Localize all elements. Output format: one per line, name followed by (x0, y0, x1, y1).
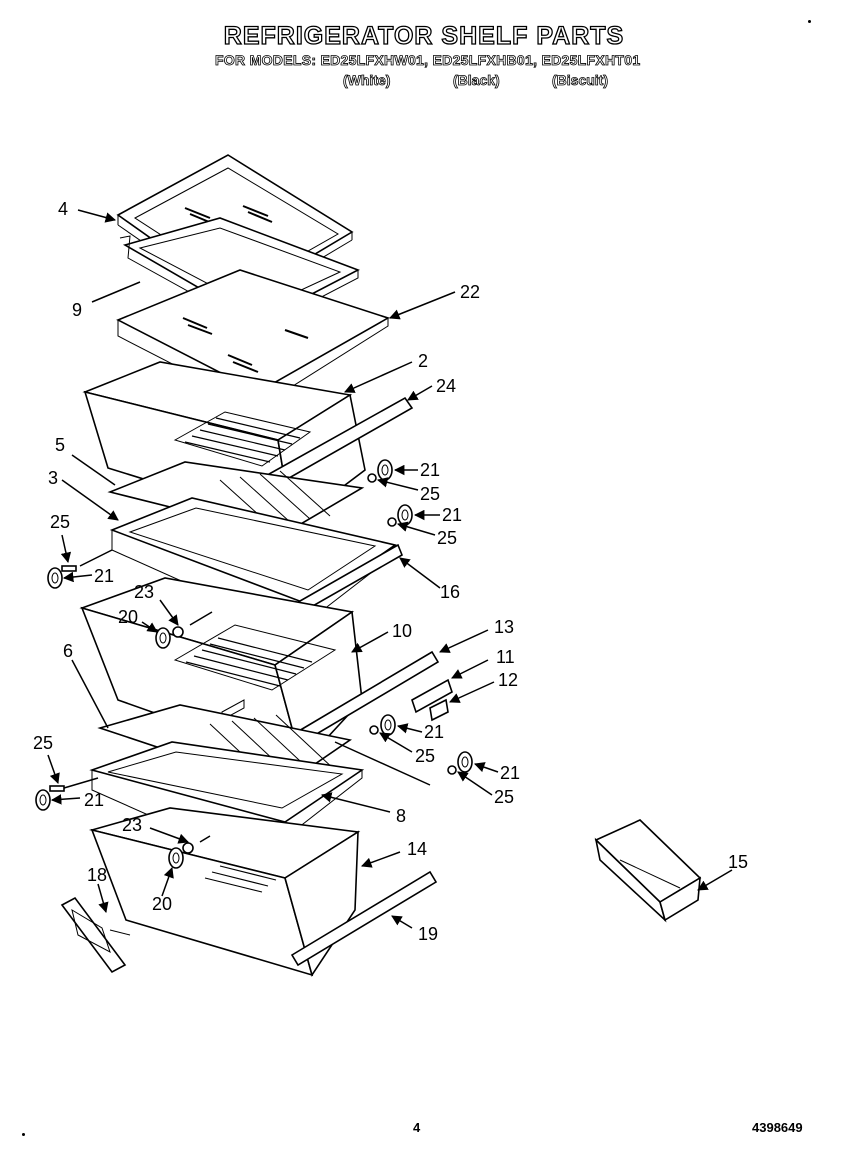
part-12-clip (429, 698, 449, 722)
part-25-screw (387, 517, 397, 527)
color-biscuit-label: (Biscuit) (552, 72, 609, 89)
part-21-wheel (377, 459, 393, 481)
part-14-crisper-drawer (88, 807, 361, 977)
part-21-wheel (380, 714, 396, 736)
document-number: 4398649 (752, 1120, 803, 1135)
model-numbers: FOR MODELS: ED25LFXHW01, ED25LFXHB01, ED… (215, 52, 641, 69)
page-number: 4 (413, 1120, 421, 1135)
leader-lines (47, 209, 733, 929)
callout-23: 23 (134, 582, 154, 602)
callout-14: 14 (407, 839, 427, 859)
part-23-screw (172, 626, 184, 638)
part-10-meat-drawer (79, 577, 363, 767)
part-11-bracket (411, 678, 453, 714)
callout-20: 20 (152, 894, 172, 914)
callout-21: 21 (420, 460, 440, 480)
part-18-bezel (60, 896, 131, 974)
part-25-screw (369, 725, 379, 735)
callout-25: 25 (420, 484, 440, 504)
part-25-screw (49, 785, 65, 792)
callout-21: 21 (94, 566, 114, 586)
part-20-wheel (155, 627, 171, 649)
callout-15: 15 (728, 852, 748, 872)
callout-21: 21 (442, 505, 462, 525)
callout-25: 25 (437, 528, 457, 548)
callout-22: 22 (460, 282, 480, 302)
callout-16: 16 (440, 582, 460, 602)
callout-25: 25 (50, 512, 70, 532)
part-15-door-bin (594, 819, 702, 923)
part-21-wheel (47, 567, 63, 589)
callout-13: 13 (494, 617, 514, 637)
callout-4: 4 (58, 199, 68, 219)
part-21-wheel (457, 751, 473, 773)
callout-21: 21 (84, 790, 104, 810)
part-25-screw (61, 565, 77, 572)
part-23-screw (182, 842, 194, 854)
callout-11: 11 (496, 647, 515, 667)
part-25-screw (367, 473, 377, 483)
callout-21: 21 (500, 763, 520, 783)
callout-2: 2 (418, 351, 428, 371)
part-21-wheel (35, 789, 51, 811)
callout-18: 18 (87, 865, 107, 885)
callout-5: 5 (55, 435, 65, 455)
callout-21: 21 (424, 722, 444, 742)
callout-9: 9 (72, 300, 82, 320)
corner-mark (22, 1133, 25, 1136)
callout-25: 25 (415, 746, 435, 766)
page-title: REFRIGERATOR SHELF PARTS (223, 21, 625, 50)
callout-6: 6 (63, 641, 73, 661)
callout-25: 25 (33, 733, 53, 753)
corner-mark (808, 20, 811, 23)
callout-3: 3 (48, 468, 58, 488)
part-20-wheel (168, 847, 184, 869)
part-21-wheel (397, 504, 413, 526)
callout-25: 25 (494, 787, 514, 807)
color-white-label: (White) (343, 72, 391, 89)
callout-12: 12 (498, 670, 518, 690)
callout-10: 10 (392, 621, 412, 641)
callout-23: 23 (122, 815, 142, 835)
part-19-trim (290, 870, 438, 967)
part-25-screw (447, 765, 457, 775)
callout-24: 24 (436, 376, 456, 396)
part-3-shelf-frame (109, 497, 399, 621)
callout-19: 19 (418, 924, 438, 944)
callout-labels: 4 9 22 2 24 5 3 21 25 21 25 25 21 16 23 … (33, 199, 748, 944)
color-black-label: (Black) (453, 72, 500, 89)
callout-20: 20 (118, 607, 138, 627)
callout-8: 8 (396, 806, 406, 826)
